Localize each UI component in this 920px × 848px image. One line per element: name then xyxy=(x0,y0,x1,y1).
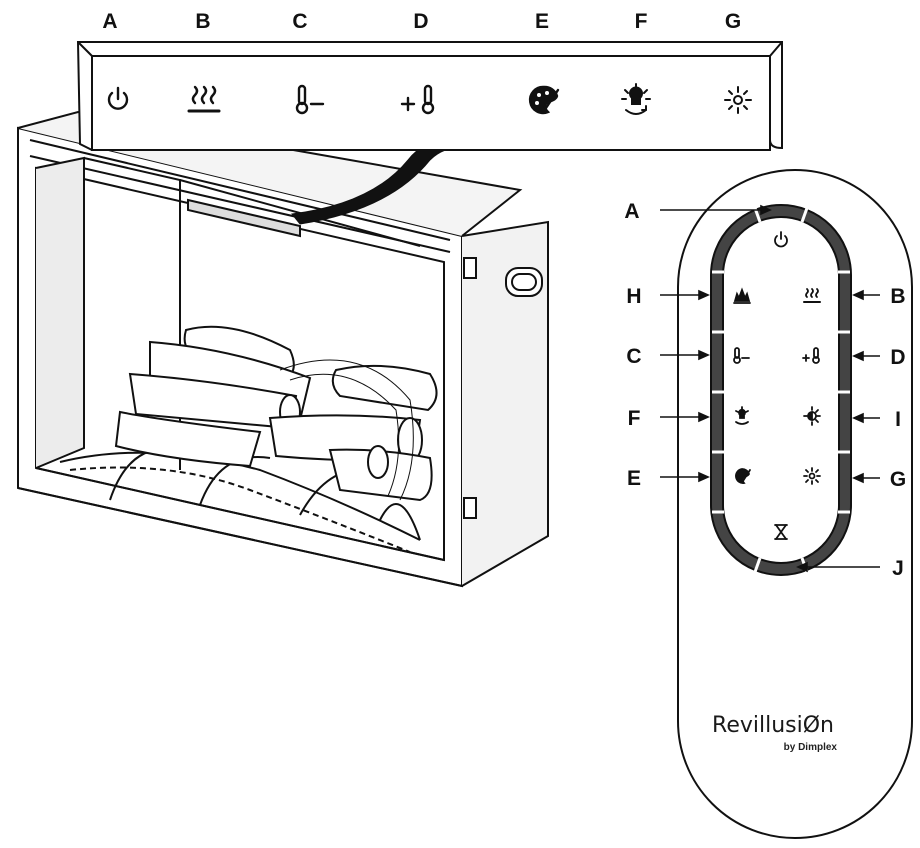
remote-callout-e: E xyxy=(627,467,641,490)
panel-letter-a: A xyxy=(102,10,117,33)
remote-callout-i: I xyxy=(895,408,901,431)
remote-power-button[interactable] xyxy=(774,231,788,248)
temperature-up-icon xyxy=(400,84,435,115)
light-cycle-icon xyxy=(735,406,749,425)
panel-light-cycle-button[interactable] xyxy=(621,83,651,115)
heat-icon xyxy=(803,288,821,303)
remote-color-button[interactable] xyxy=(735,468,751,484)
dimmer-icon xyxy=(803,406,821,426)
remote-callout-b: B xyxy=(890,285,905,308)
remote-heat-button[interactable] xyxy=(803,288,821,303)
panel-letter-d: D xyxy=(413,10,428,33)
panel-power-button[interactable] xyxy=(107,86,129,110)
power-icon xyxy=(774,231,788,248)
remote-flame-button[interactable] xyxy=(733,287,751,304)
remote-brightness-button[interactable] xyxy=(803,467,821,485)
brand-subtitle: by Dimplex xyxy=(784,742,838,753)
panel-letter-b: B xyxy=(195,10,210,33)
panel-heat-button[interactable] xyxy=(187,85,221,113)
panel-letter-f: F xyxy=(635,10,648,33)
remote-light-cycle-button[interactable] xyxy=(735,406,749,425)
light-cycle-icon xyxy=(621,83,651,115)
heat-icon xyxy=(187,85,221,113)
remote-callout-f: F xyxy=(628,407,641,430)
brand-name: RevillusiØn xyxy=(712,713,834,738)
panel-letters: A B C D E F G xyxy=(102,10,741,33)
remote-callout-j: J xyxy=(892,557,904,580)
remote-callout-a: A xyxy=(624,200,639,223)
brand-logo: RevillusiØn by Dimplex xyxy=(712,713,837,753)
panel-buttons xyxy=(107,83,752,115)
remote-dimmer-button[interactable] xyxy=(803,406,821,426)
remote-callout-h: H xyxy=(626,285,641,308)
remote-temperature-up-button[interactable] xyxy=(802,347,820,364)
temperature-down-icon xyxy=(733,347,750,364)
temperature-up-icon xyxy=(802,347,820,364)
remote-callout-g: G xyxy=(890,468,906,491)
brightness-icon xyxy=(803,467,821,485)
panel-brightness-button[interactable] xyxy=(724,86,752,114)
remote-callout-labels: A H C F E B D I G J xyxy=(624,200,906,580)
color-palette-icon xyxy=(528,85,560,115)
panel-letter-c: C xyxy=(292,10,307,33)
remote-temperature-down-button[interactable] xyxy=(733,347,750,364)
timer-icon xyxy=(774,524,788,540)
power-icon xyxy=(107,86,129,110)
remote-callout-c: C xyxy=(626,345,641,368)
panel-temperature-down-button[interactable] xyxy=(295,84,325,115)
brightness-icon xyxy=(724,86,752,114)
panel-temperature-up-button[interactable] xyxy=(400,84,435,115)
color-palette-icon xyxy=(735,468,751,484)
fireplace-insert xyxy=(17,110,549,588)
panel-letter-g: G xyxy=(725,10,741,33)
temperature-down-icon xyxy=(295,84,325,115)
remote-callout-d: D xyxy=(890,346,905,369)
remote-timer-button[interactable] xyxy=(774,524,788,540)
flame-icon xyxy=(733,287,751,304)
panel-letter-e: E xyxy=(535,10,549,33)
panel-color-button[interactable] xyxy=(528,85,560,115)
